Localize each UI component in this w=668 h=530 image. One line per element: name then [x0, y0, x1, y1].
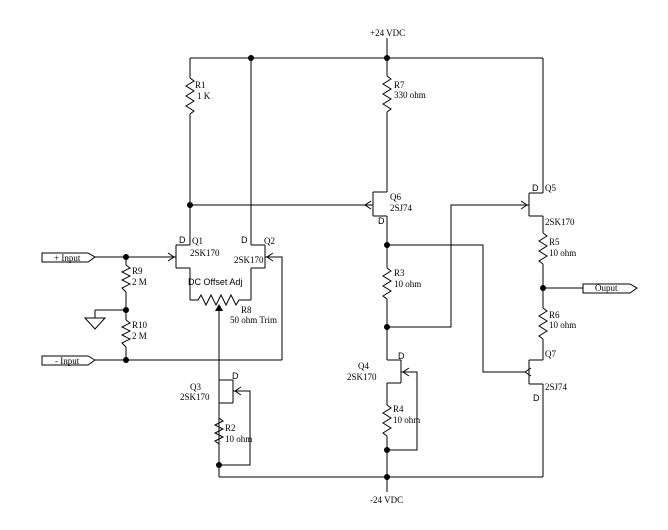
r8-resistor — [190, 293, 251, 307]
q4-ref: Q4 — [358, 361, 369, 371]
q6-drain-pin: D — [378, 216, 385, 226]
q1-transistor — [140, 244, 191, 290]
q7-drain-pin: D — [533, 393, 540, 403]
r4-ref: R4 — [393, 404, 404, 414]
q4-transistor — [387, 359, 418, 451]
q1-ref: Q1 — [192, 236, 203, 246]
r1-resistor — [185, 77, 195, 115]
q2-drain-pin: D — [241, 235, 248, 245]
q5-ref: Q5 — [545, 183, 556, 193]
q6-part: 2SJ74 — [390, 203, 413, 213]
q5-transistor — [520, 192, 544, 233]
negative-rail — [219, 476, 543, 492]
junction-dots — [123, 55, 546, 480]
q2-part: 2SK170 — [234, 255, 264, 265]
r9-resistor — [120, 264, 132, 293]
q4-drain-pin: D — [398, 351, 405, 361]
q3-drain-pin: D — [232, 371, 239, 381]
output-label: Ouput — [595, 283, 618, 293]
ground-symbol — [83, 309, 126, 330]
r2-ref: R2 — [225, 423, 236, 433]
q2-transistor — [250, 244, 283, 360]
r4-resistor — [382, 404, 392, 437]
r3-ref: R3 — [394, 268, 405, 278]
q7-ref: Q7 — [545, 349, 556, 359]
r9-ref: R9 — [132, 266, 143, 276]
r8-ref: R8 — [241, 305, 252, 315]
plus-input-label: + Input — [54, 253, 81, 263]
q2-ref: Q2 — [264, 236, 275, 246]
q3-ref: Q3 — [190, 382, 201, 392]
q1-drain-pin: D — [179, 235, 186, 245]
q5-part: 2SK170 — [545, 217, 575, 227]
r5-ref: R5 — [549, 237, 560, 247]
plus-input-port — [41, 252, 140, 263]
q3-transistor — [219, 379, 251, 466]
positive-rail — [190, 38, 543, 59]
r10-value: 2 M — [132, 331, 147, 341]
r10-ref: R10 — [132, 320, 148, 330]
r4-value: 10 ohm — [393, 415, 420, 425]
q3-part: 2SK170 — [180, 392, 210, 402]
r6-value: 10 ohm — [549, 320, 576, 330]
q6-transistor — [364, 191, 388, 245]
r3-value: 10 ohm — [394, 279, 421, 289]
q6-ref: Q6 — [390, 192, 401, 202]
negative-rail-label: -24 VDC — [370, 495, 403, 505]
q4-part: 2SK170 — [347, 372, 377, 382]
r2-resistor — [213, 417, 225, 445]
r5-resistor — [538, 232, 548, 265]
r8-title: DC Offset Adj — [188, 277, 242, 287]
r5-value: 10 ohm — [549, 248, 576, 258]
r6-ref: R6 — [549, 310, 560, 320]
r2-value: 10 ohm — [225, 434, 252, 444]
r10-resistor — [120, 319, 132, 348]
r3-resistor — [382, 267, 392, 300]
q7-part: 2SJ74 — [545, 382, 568, 392]
q1-part: 2SK170 — [190, 248, 220, 258]
r1-value: 1 K — [197, 91, 211, 101]
positive-rail-label: +24 VDC — [370, 28, 405, 38]
output-port — [543, 283, 638, 294]
r7-value: 330 ohm — [394, 90, 426, 100]
r9-value: 2 M — [132, 277, 147, 287]
q5-drain-pin: D — [532, 183, 539, 193]
r1-ref: R1 — [195, 80, 206, 90]
q7-transistor — [524, 359, 544, 477]
minus-input-label: - Input — [55, 356, 80, 366]
r7-ref: R7 — [394, 80, 405, 90]
r8-value: 50 ohm Trim — [230, 315, 277, 325]
r7-resistor — [382, 75, 392, 113]
r6-resistor — [538, 307, 548, 340]
